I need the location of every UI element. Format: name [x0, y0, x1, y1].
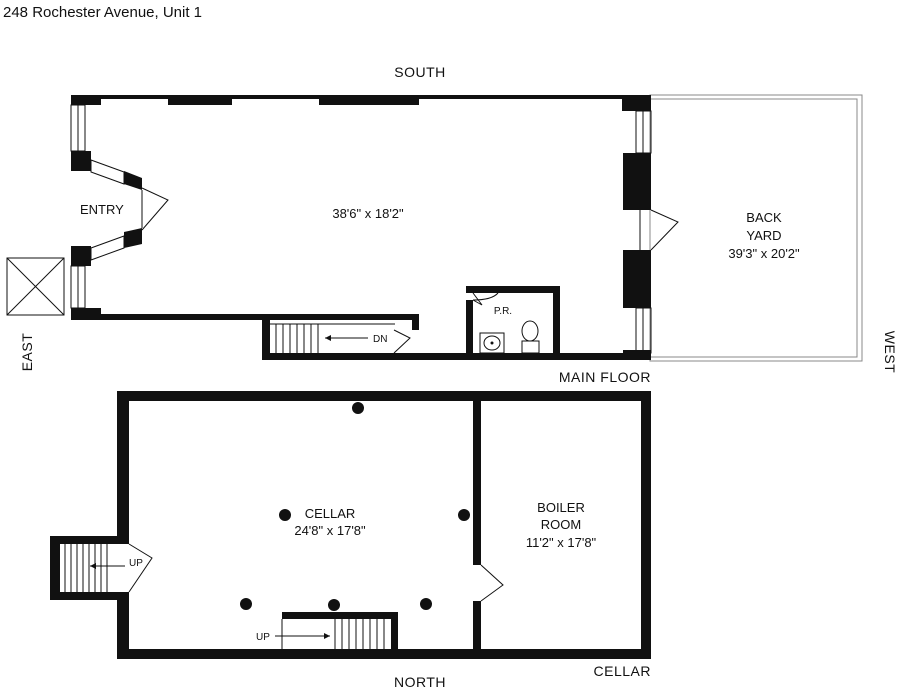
- back-door: [650, 209, 679, 251]
- toilet-icon: [521, 320, 540, 354]
- sink-icon: [479, 332, 505, 354]
- exterior-box: [6, 257, 65, 316]
- entry-label: ENTRY: [80, 202, 124, 217]
- compass-west: WEST: [882, 331, 898, 373]
- back-yard-dimensions: 39'3" x 20'2": [728, 246, 800, 261]
- cellar-south-wall: [117, 391, 651, 401]
- support-column: [458, 509, 470, 521]
- stairs-down-label: DN: [373, 334, 387, 345]
- main-stairs: [270, 323, 395, 353]
- boiler-room-label-2: ROOM: [541, 517, 581, 532]
- cellar-room-dimensions: 24'8" x 17'8": [294, 523, 366, 538]
- address-title: 248 Rochester Avenue, Unit 1: [3, 4, 202, 21]
- support-column: [240, 598, 252, 610]
- cellar-stairs-bottom: [281, 619, 385, 649]
- bay-window-top: [90, 159, 125, 185]
- back-yard-label-2: YARD: [746, 228, 781, 243]
- boiler-partition: [473, 398, 481, 565]
- boiler-door: [480, 564, 504, 602]
- cellar-bottom-up-label: UP: [256, 632, 270, 643]
- support-column: [352, 402, 364, 414]
- west-wall-segment: [623, 153, 651, 210]
- main-floor-label: MAIN FLOOR: [559, 369, 651, 385]
- entry-door: [141, 187, 169, 231]
- main-floor-plan: DN: [6, 94, 863, 362]
- support-column: [279, 509, 291, 521]
- cellar-left-up-label: UP: [129, 558, 143, 569]
- cellar-north-wall: [117, 649, 651, 659]
- boiler-room-dimensions: 11'2" x 17'8": [526, 535, 597, 550]
- powder-room-door: [472, 292, 499, 301]
- main-north-wall: [71, 314, 419, 320]
- cellar-stairs-left: [64, 544, 108, 592]
- compass-north: NORTH: [394, 674, 446, 690]
- compass-east: EAST: [19, 333, 35, 372]
- boiler-room-label-1: BOILER: [537, 500, 585, 515]
- cellar-floor-label: CELLAR: [594, 663, 651, 679]
- support-column: [328, 599, 340, 611]
- cellar-room-label: CELLAR: [305, 506, 356, 521]
- powder-room-label: P.R.: [494, 306, 512, 317]
- back-yard-label-1: BACK: [746, 210, 782, 225]
- support-column: [420, 598, 432, 610]
- cellar-plan: UP UP: [50, 391, 651, 659]
- main-room-dimensions: 38'6" x 18'2": [332, 206, 404, 221]
- cellar-west-wall: [641, 391, 651, 659]
- bay-window-bottom: [90, 235, 125, 261]
- compass-south: SOUTH: [394, 64, 446, 80]
